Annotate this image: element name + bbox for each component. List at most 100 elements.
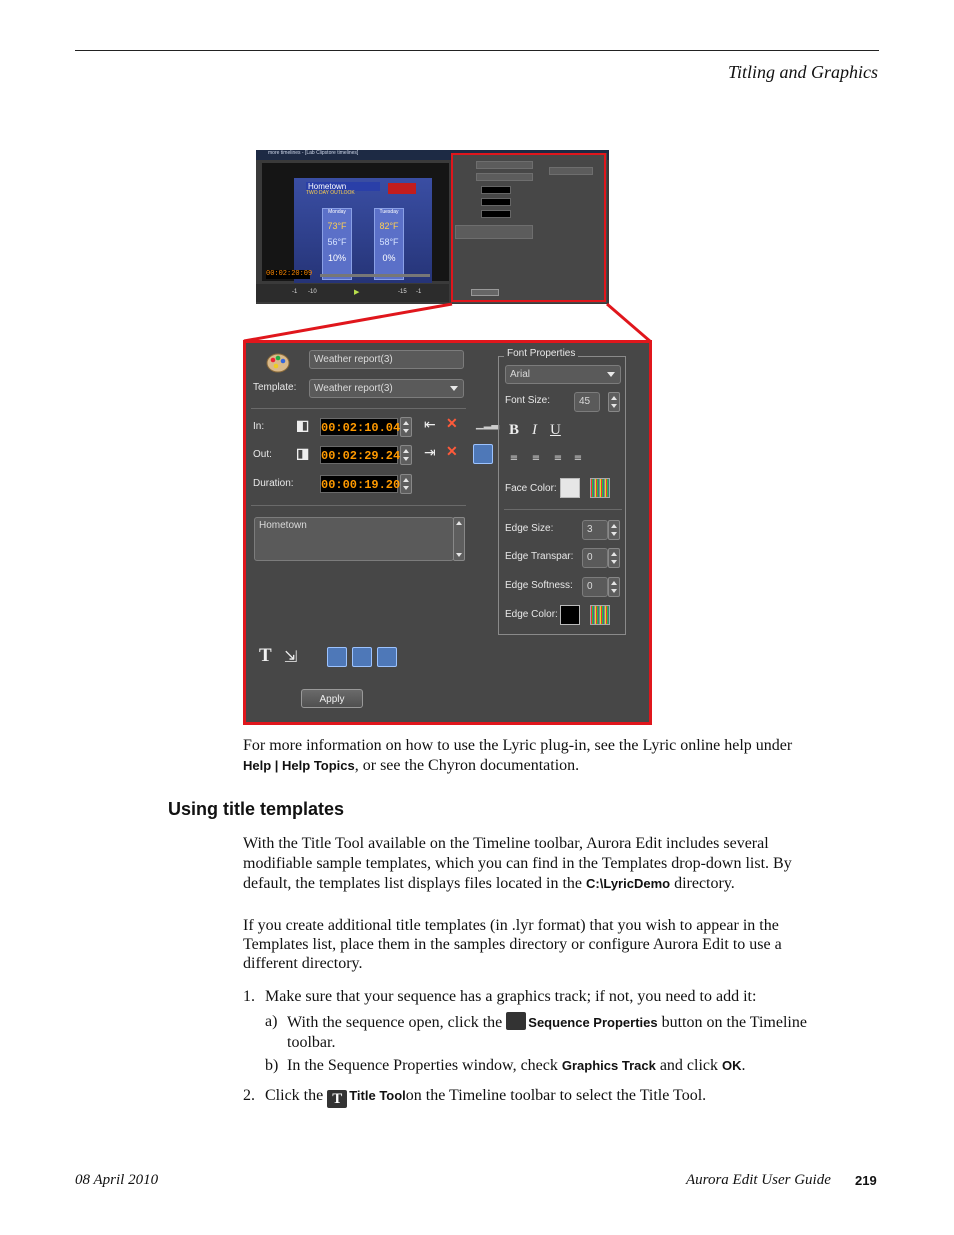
weather-subtitle: TWO DAY OUTLOOK	[306, 190, 355, 196]
text: default, the templates list displays fil…	[243, 875, 583, 892]
lower-third-icon[interactable]	[377, 647, 397, 667]
mini-apply-button[interactable]	[471, 289, 499, 296]
signal-icon: ▁▂▃	[476, 419, 500, 430]
text: If you create additional title templates…	[243, 917, 779, 934]
align-center-icon[interactable]: ≡	[531, 453, 541, 464]
play-icon[interactable]: ▶	[354, 288, 360, 296]
text: Click the	[265, 1087, 324, 1104]
face-color-label: Face Color:	[505, 483, 557, 494]
go-to-in-icon[interactable]: ⇤	[424, 418, 436, 433]
callout-line-right	[606, 302, 652, 344]
day-name: Monday	[328, 209, 346, 215]
edge-softness-field[interactable]: 0	[582, 577, 608, 597]
go-to-out-icon[interactable]: ⇥	[424, 446, 436, 461]
justify-icon[interactable]: ≡	[573, 453, 583, 464]
mini-template-dropdown[interactable]	[476, 173, 533, 181]
font-size-spinner[interactable]	[608, 392, 620, 412]
window-title: more timelines - [Lab Clipstore timeline…	[268, 150, 359, 156]
high-temp: 73°F	[327, 221, 347, 231]
mark-in-icon[interactable]: ◧	[296, 419, 310, 434]
in-spinner[interactable]	[400, 417, 412, 437]
color-picker-icon[interactable]	[590, 478, 610, 498]
ui-term: Title Tool	[349, 1088, 406, 1103]
duration-timecode[interactable]: 00:00:19.20	[320, 475, 400, 493]
transport-button[interactable]: -1	[416, 289, 422, 295]
title-text-area[interactable]: Hometown	[254, 517, 454, 561]
clear-in-icon[interactable]: ✕	[446, 417, 458, 432]
out-label: Out:	[253, 449, 272, 460]
edge-size-spinner[interactable]	[608, 520, 620, 540]
station-logo	[388, 183, 416, 194]
font-dropdown[interactable]: Arial	[505, 365, 621, 384]
color-picker-icon[interactable]	[590, 605, 610, 625]
edge-color-swatch[interactable]	[560, 605, 580, 625]
chevron-down-icon	[450, 386, 458, 391]
edge-transparency-label: Edge Transpar:	[505, 551, 574, 562]
transport-button[interactable]: -10	[308, 289, 317, 295]
italic-button[interactable]: I	[532, 422, 537, 438]
precip: 0%	[382, 253, 396, 263]
substep-letter: a)	[265, 1013, 278, 1030]
transport-button[interactable]: -1	[292, 289, 298, 295]
safe-area-icon[interactable]	[327, 647, 347, 667]
mini-out-timecode	[481, 198, 511, 206]
edge-size-field[interactable]: 3	[582, 520, 608, 540]
edge-transparency-spinner[interactable]	[608, 548, 620, 568]
paragraph-templates: With the Title Tool available on the Tim…	[243, 834, 863, 894]
mark-out-icon[interactable]: ◨	[296, 447, 310, 462]
text: Templates list, place them in the sample…	[243, 936, 782, 953]
callout-lines	[243, 302, 652, 344]
audio-meter-toggle[interactable]	[473, 444, 493, 464]
video-viewer: Hometown TWO DAY OUTLOOK Monday 73°F 56°…	[262, 163, 449, 283]
in-label: In:	[253, 421, 265, 432]
footer-guide-title: Aurora Edit User Guide	[686, 1172, 831, 1188]
edge-softness-label: Edge Softness:	[505, 580, 573, 591]
scrub-bar[interactable]	[320, 274, 430, 277]
duration-label: Duration:	[253, 478, 294, 489]
section-header: Titling and Graphics	[727, 62, 878, 82]
mini-text-field[interactable]	[455, 225, 533, 239]
align-right-icon[interactable]: ≡	[553, 453, 563, 464]
duration-spinner[interactable]	[400, 474, 412, 494]
edge-transparency-field[interactable]: 0	[582, 548, 608, 568]
align-left-icon[interactable]: ≡	[509, 453, 519, 464]
text-scrollbar[interactable]	[453, 517, 465, 561]
insert-graphic-icon[interactable]: ⇲	[284, 649, 298, 666]
apply-button[interactable]: Apply	[301, 689, 363, 708]
bold-button[interactable]: B	[509, 422, 520, 438]
mini-in-timecode	[481, 186, 511, 194]
mini-font-dropdown[interactable]	[549, 167, 593, 175]
edge-color-label: Edge Color:	[505, 609, 558, 620]
section-heading: Using title templates	[168, 799, 345, 819]
text: With the sequence open, click the	[287, 1014, 503, 1031]
in-timecode[interactable]: 00:02:10.04	[320, 418, 400, 436]
face-color-swatch[interactable]	[560, 478, 580, 498]
high-temp: 82°F	[379, 221, 399, 231]
template-dropdown[interactable]: Weather report(3)	[309, 379, 464, 398]
template-name-field[interactable]: Weather report(3)	[309, 350, 464, 369]
divider	[251, 505, 466, 506]
clear-out-icon[interactable]: ✕	[446, 445, 458, 460]
day-name: Tuesday	[379, 209, 399, 215]
page-number: 219	[855, 1173, 877, 1188]
weather-graphic: Hometown TWO DAY OUTLOOK Monday 73°F 56°…	[294, 178, 432, 283]
overlay-mode-icon[interactable]	[352, 647, 372, 667]
low-temp: 56°F	[327, 237, 347, 247]
out-timecode[interactable]: 00:02:29.24	[320, 446, 400, 464]
text: modifiable sample templates, which you c…	[243, 855, 792, 872]
font-size-field[interactable]: 45	[574, 392, 600, 412]
substep-text: With the sequence open, click the Sequen…	[287, 1012, 847, 1053]
transport-button[interactable]: -15	[398, 289, 407, 295]
palette-icon	[266, 351, 290, 373]
text: With the Title Tool available on the Tim…	[243, 835, 769, 852]
step-text: Make sure that your sequence has a graph…	[265, 988, 757, 1005]
edge-softness-spinner[interactable]	[608, 577, 620, 597]
out-spinner[interactable]	[400, 445, 412, 465]
add-text-icon[interactable]: T	[259, 645, 272, 666]
text: , or see the Chyron documentation.	[354, 757, 580, 774]
text: .	[741, 1057, 746, 1074]
title-tool-panel-mini	[451, 153, 607, 303]
underline-button[interactable]: U	[550, 422, 561, 438]
paragraph-additional: If you create additional title templates…	[243, 916, 863, 973]
